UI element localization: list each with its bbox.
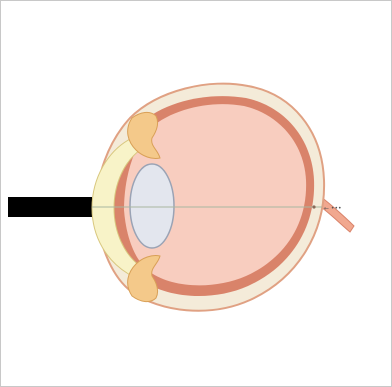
lens xyxy=(130,164,174,248)
focal-point xyxy=(312,205,315,208)
retina-label: ← ••• xyxy=(324,205,342,212)
object-bar xyxy=(8,197,92,217)
